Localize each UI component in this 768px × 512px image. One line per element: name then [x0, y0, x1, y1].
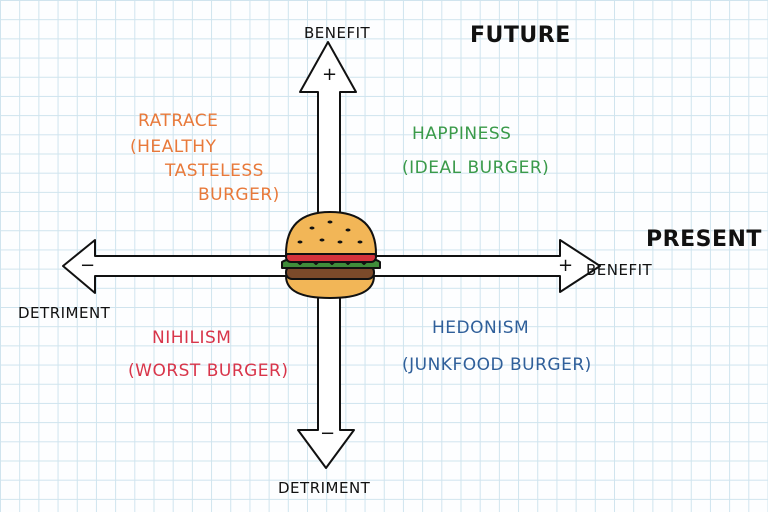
ratrace-line-3: BURGER) [198, 185, 280, 205]
ratrace-line-2: TASTELESS [165, 161, 264, 181]
ratrace-title: RATRACE [138, 111, 219, 131]
burger-icon [281, 210, 381, 300]
happiness-title: HAPPINESS [412, 124, 512, 144]
right-benefit-label: BENEFIT [586, 261, 653, 279]
left-detriment-label: DETRIMENT [18, 304, 111, 322]
right-plus-sign: + [558, 255, 574, 276]
happiness-line-1: (IDEAL BURGER) [402, 158, 550, 178]
hedonism-title: HEDONISM [432, 318, 530, 338]
bottom-minus-sign: − [320, 423, 336, 444]
future-label: FUTURE [470, 23, 571, 48]
hedonism-line-1: (JUNKFOOD BURGER) [402, 355, 592, 375]
present-label: PRESENT [646, 227, 762, 252]
bottom-detriment-label: DETRIMENT [278, 479, 371, 497]
top-benefit-label: BENEFIT [304, 24, 371, 42]
nihilism-line-1: (WORST BURGER) [128, 361, 289, 381]
nihilism-title: NIHILISM [152, 328, 232, 348]
left-minus-sign: − [80, 255, 96, 276]
ratrace-line-1: (HEALTHY [130, 137, 217, 157]
top-plus-sign: + [322, 64, 338, 85]
